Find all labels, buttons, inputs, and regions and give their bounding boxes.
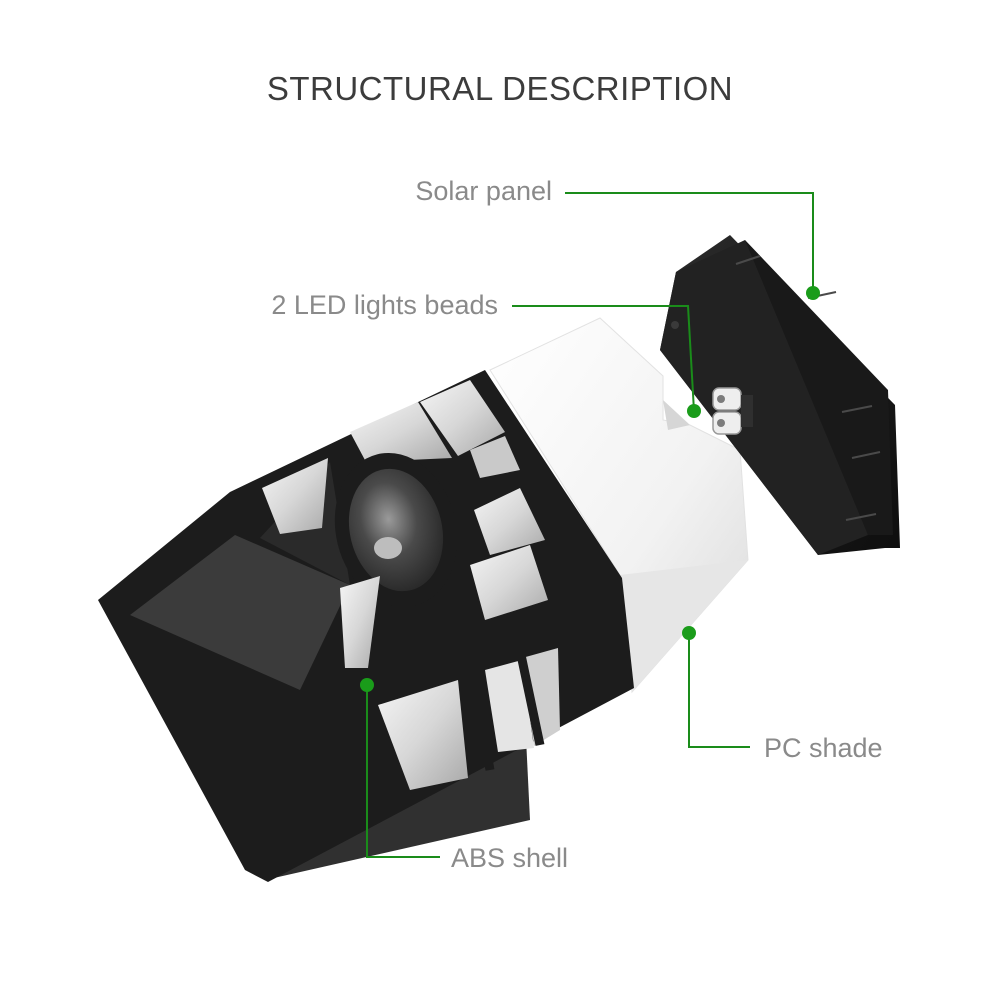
solar-panel-module	[660, 235, 900, 555]
solar-panel-label: Solar panel	[415, 176, 552, 206]
leader-lines	[366, 192, 814, 858]
solar-panel-marker	[806, 286, 820, 300]
abs-shell	[98, 370, 634, 882]
abs-shell-marker	[360, 678, 374, 692]
abs-shell-label: ABS shell	[451, 843, 569, 873]
page-title: STRUCTURAL DESCRIPTION	[266, 70, 734, 107]
led-beads-marker	[687, 404, 701, 418]
led-beads-label: 2 LED lights beads	[271, 290, 498, 320]
pc-shade-marker	[682, 626, 696, 640]
pc-shade-label: PC shade	[764, 733, 883, 763]
led-beads	[712, 387, 753, 435]
pc-shade	[489, 317, 749, 694]
